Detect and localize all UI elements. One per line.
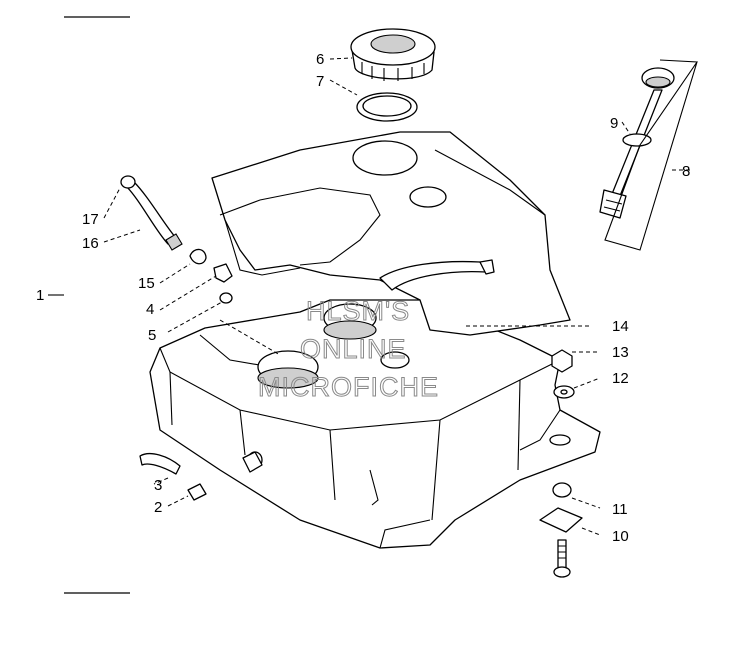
fuel-cap bbox=[350, 28, 436, 81]
bolt bbox=[553, 539, 571, 578]
callout-5: 5 bbox=[148, 327, 156, 344]
vent-fitting bbox=[213, 263, 233, 283]
callout-17: 17 bbox=[82, 211, 99, 228]
callout-12: 12 bbox=[612, 370, 629, 387]
tank-shield bbox=[211, 131, 571, 336]
leader-lines bbox=[48, 57, 690, 536]
fuel-gauge bbox=[599, 59, 699, 251]
callout-6: 6 bbox=[316, 51, 324, 68]
callout-14: 14 bbox=[612, 318, 629, 335]
fuel-tank bbox=[149, 299, 601, 549]
nut bbox=[551, 349, 573, 373]
drain-plug bbox=[187, 451, 263, 501]
watermark-line1: HLSM'S bbox=[306, 296, 410, 326]
callout-2: 2 bbox=[154, 499, 162, 516]
watermark-line3: MICROFICHE bbox=[258, 372, 439, 402]
callout-1: 1 bbox=[36, 287, 44, 304]
watermark-line2: ONLINE bbox=[300, 334, 407, 364]
callout-4: 4 bbox=[146, 301, 154, 318]
callout-16: 16 bbox=[82, 235, 99, 252]
callout-15: 15 bbox=[138, 275, 155, 292]
callout-13: 13 bbox=[612, 344, 629, 361]
callout-11: 11 bbox=[612, 501, 628, 518]
cap-gasket bbox=[356, 92, 418, 122]
grommet bbox=[219, 292, 233, 304]
callout-3: 3 bbox=[154, 477, 162, 494]
strap bbox=[139, 452, 181, 475]
callout-labels: 1 2 3 4 5 6 7 8 9 10 11 12 13 14 15 16 1… bbox=[36, 51, 690, 545]
callout-7: 7 bbox=[316, 73, 324, 90]
watermark: HLSM'S ONLINE MICROFICHE bbox=[258, 296, 439, 403]
callout-9: 9 bbox=[610, 115, 618, 132]
callout-8: 8 bbox=[682, 163, 690, 180]
vent-hose bbox=[120, 175, 183, 251]
washer bbox=[553, 385, 575, 399]
bushing bbox=[539, 482, 583, 533]
hose-clamp bbox=[189, 248, 207, 265]
callout-10: 10 bbox=[612, 528, 629, 545]
